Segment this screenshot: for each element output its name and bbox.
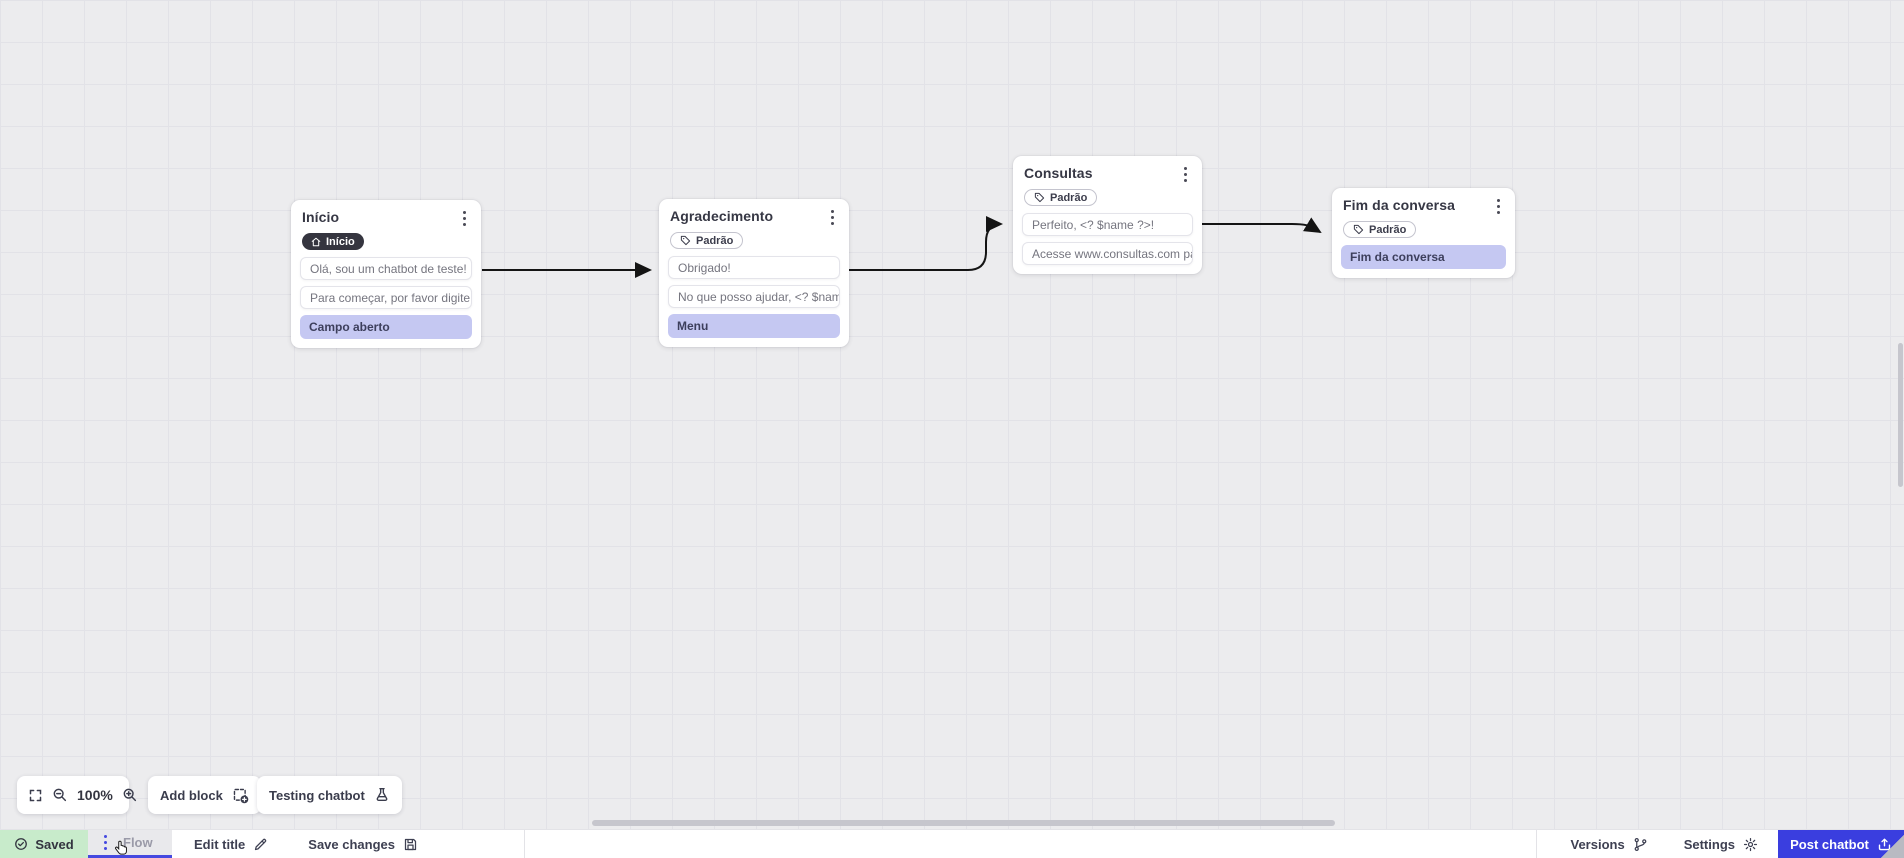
save-icon (404, 838, 417, 850)
message-row[interactable]: No que posso ajudar, <? $name ... (668, 285, 840, 308)
input-row[interactable]: Campo aberto (300, 315, 472, 339)
node-start-badge: Início (302, 233, 364, 250)
tag-icon (1034, 192, 1045, 203)
save-changes-button[interactable]: Save changes (302, 830, 424, 858)
tag-icon (1353, 224, 1364, 235)
node-title: Início (302, 209, 340, 225)
gear-icon (1743, 837, 1758, 851)
add-block-label: Add block (160, 787, 223, 803)
message-row[interactable]: Acesse www.consultas.com par... (1022, 242, 1193, 265)
node-type-badge: Padrão (670, 232, 744, 249)
end-row[interactable]: Fim da conversa (1341, 245, 1506, 269)
divider (524, 830, 525, 858)
zoom-out-button[interactable] (52, 787, 68, 803)
flow-node-inicio[interactable]: Início Início Olá, sou um chatbot de tes… (291, 200, 481, 348)
testing-chatbot-button[interactable]: Testing chatbot (257, 776, 402, 814)
node-type-badge: Padrão (1343, 221, 1417, 238)
vertical-scrollbar[interactable] (1898, 343, 1903, 487)
pencil-icon (255, 838, 267, 850)
check-circle-icon (15, 838, 28, 850)
zoom-toolbar: 100% (17, 776, 136, 814)
message-row[interactable]: Perfeito, <? $name ?>! (1022, 213, 1193, 236)
resize-handle[interactable] (1880, 834, 1904, 858)
flow-node-fim[interactable]: Fim da conversa Padrão Fim da conversa (1332, 188, 1515, 278)
flask-icon (376, 787, 388, 802)
zoom-in-icon (123, 788, 136, 802)
saved-label: Saved (35, 836, 74, 852)
fullscreen-icon (29, 789, 42, 801)
node-menu-button[interactable] (1180, 165, 1191, 184)
flow-node-agradecimento[interactable]: Agradecimento Padrão Obrigado! No que po… (659, 199, 849, 347)
menu-row[interactable]: Menu (668, 314, 840, 338)
zoom-out-icon (53, 788, 67, 802)
git-branch-icon (1634, 837, 1647, 851)
edit-title-button[interactable]: Edit title (188, 830, 274, 858)
tab-flow[interactable]: Flow (88, 830, 172, 858)
status-bar: Saved Flow Edit title Save changes Versi… (0, 829, 1904, 858)
add-block-button[interactable]: Add block (148, 776, 261, 814)
node-menu-button[interactable] (459, 209, 470, 228)
node-title: Fim da conversa (1343, 197, 1455, 213)
message-row[interactable]: Obrigado! (668, 256, 840, 279)
home-icon (311, 237, 321, 246)
fullscreen-button[interactable] (28, 788, 43, 803)
message-row[interactable]: Para começar, por favor digite o ... (300, 286, 472, 309)
connection-consultas-fim[interactable] (1202, 217, 1322, 234)
flow-node-consultas[interactable]: Consultas Padrão Perfeito, <? $name ?>! … (1013, 156, 1202, 274)
node-menu-button[interactable] (1493, 197, 1504, 216)
node-title: Consultas (1024, 165, 1093, 181)
versions-button[interactable]: Versions (1565, 830, 1654, 858)
tag-icon (680, 235, 691, 246)
zoom-level: 100% (77, 787, 113, 803)
connection-agradecimento-consultas[interactable] (849, 216, 1003, 271)
horizontal-scrollbar[interactable] (592, 820, 1335, 826)
zoom-in-button[interactable] (122, 787, 138, 803)
flow-menu-button[interactable] (100, 833, 111, 852)
node-menu-button[interactable] (827, 208, 838, 227)
saved-status-badge: Saved (0, 830, 88, 858)
settings-button[interactable]: Settings (1678, 830, 1764, 858)
message-row[interactable]: Olá, sou um chatbot de teste! (300, 257, 472, 280)
divider (1535, 830, 1537, 858)
node-title: Agradecimento (670, 208, 774, 224)
testing-chatbot-label: Testing chatbot (269, 787, 365, 803)
add-block-icon (233, 788, 249, 803)
flow-tab-label: Flow (123, 835, 153, 850)
node-type-badge: Padrão (1024, 189, 1098, 206)
